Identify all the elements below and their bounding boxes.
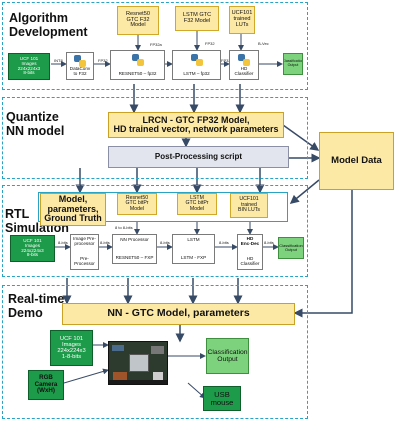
classification-output-rtl: Classification Output [278,237,304,259]
python-logo-icon [132,54,144,66]
resnet-gtc-bitpr-model: Resnet50 GTC bitPr Model [117,193,157,215]
lrcn-model-box: LRCN - GTC FP32 Model, HD trained vector… [108,112,284,138]
lstm-rtl-box: LSTM LSTM - FXP [172,234,215,264]
hd-classifier-rtl-label: HD Classifier [240,256,260,267]
nn-gtc-model-params: NN - GTC Model, parameters [62,303,295,325]
label-8bits-d: 8-bits [219,240,229,245]
hd-encdec-box: HD Enc-Dec HD Classifier [237,234,263,270]
image-preprocessor-label: Image Pre- processor [73,236,96,246]
label-fxp: 8 to 8-bits [115,225,133,230]
ucf101-bin-luts: UCF101 trained BIN LUTs [230,193,268,218]
ucf101-images-demo: UCF 101 Images 224x224x3 1-8-bits [50,330,93,366]
arrow-model-rtl [289,179,320,204]
label-8bits-b: 8-bits [100,240,110,245]
label-8bits-e: 8-bits [264,240,274,245]
section-title-algorithm: Algorithm Development [9,11,88,40]
lstm-gtc-f32-model: LSTM GTC F32 Model [175,6,219,31]
label-int8: INT8 [54,58,63,63]
resnet50-fp32-label: RESNET50 – fp32 [118,71,157,77]
section-realtime [2,285,308,419]
fpga-board-icon [108,341,168,385]
arrow-lrcn-model [282,124,320,151]
hd-classifier-algo-label: HD Classifier [234,66,254,77]
section-rtl [2,185,308,277]
python-logo-icon [238,54,250,66]
ucf101-dataset-algo: UCF 101 Images 224x224x3 8-bits [8,53,50,80]
label-fp32-a: FP32 [98,58,108,63]
python-logo-icon [74,55,86,67]
label-bvec: B-Vec [258,41,269,46]
label-8bits-a: 8-bits [58,240,68,245]
post-processing-script: Post-Processing script [108,146,289,168]
lstm-fp32-label: LSTM – fp32 [183,71,210,77]
arrow-model-demo [293,190,353,318]
usb-mouse: USB mouse [203,386,241,411]
ucf101-dataset-rtl: UCF 101 Images 224x224x3 8-bits [10,235,55,262]
rgb-camera: RGB Camera (WxH) [28,370,64,400]
model-params-ground-truth: Model, parameters, Ground Truth [40,193,106,226]
ucf101-trained-luts: UCF101 trained LUTs [229,6,255,34]
classification-output-algo: Classification Output [283,53,303,75]
image-preprocessor-box: Image Pre- processor Pre- Processor [70,234,99,270]
label-fp32a: FP32a [150,42,162,47]
section-title-quantize: Quantize NN model [6,110,65,139]
label-8bits-c: 8-bits [160,240,170,245]
section-algorithm [2,2,308,90]
section-title-realtime: Real-time Demo [8,292,65,321]
arrow-board-usb [187,382,206,399]
dataconv-label: DataConv to F32 [69,66,91,77]
classification-output-demo: Classification Output [206,338,249,374]
label-fp32-c: FP32 [221,58,231,63]
nn-processor-box: NN Processor RESNET50 – FXP [112,234,157,264]
label-fp32-b: FP32 [205,41,215,46]
lstm-rtl-label: LSTM [187,237,200,242]
model-data-box: Model Data [319,132,394,190]
resnet-fxp-label: RESNET50 – FXP [115,255,154,261]
nn-processor-label: NN Processor [120,237,149,242]
preprocessor-label: Pre- Processor [74,256,95,267]
python-logo-icon [191,54,203,66]
lstm-gtc-bitpr-model: LSTM GTC bitPr Model [177,193,217,215]
hd-encdec-label: HD Enc-Dec [240,236,260,246]
lstm-fxp-label: LSTM - FXP [180,255,207,261]
section-quantize [2,97,308,179]
resnet-gtc-f32-model: Resnet50 GTC F32 Model [117,6,159,35]
arrow-camera-board [63,368,109,384]
